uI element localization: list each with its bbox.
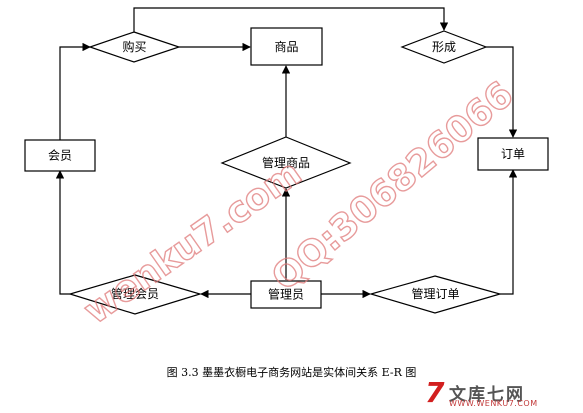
link-form-to-order	[486, 46, 518, 138]
entity-product-label: 商品	[274, 39, 298, 54]
link-manage-member-to-member	[55, 170, 70, 295]
relationship-manage-order-label: 管理订单	[411, 286, 459, 301]
relationship-manage-member: 管理会员	[67, 274, 203, 315]
connectors	[55, 7, 518, 299]
relationship-form: 形成	[400, 30, 488, 64]
relationship-manage-member-label: 管理会员	[111, 286, 159, 301]
link-manage-order-to-order	[500, 169, 518, 295]
entity-admin-label: 管理员	[268, 287, 304, 302]
figure-caption: 图 3.3 墨墨衣橱电子商务网站是实体间关系 E-R 图	[166, 366, 417, 379]
entity-order: 订单	[477, 137, 549, 171]
relationship-form-label: 形成	[432, 40, 456, 54]
logo-mark: 7	[425, 376, 445, 409]
entity-member: 会员	[24, 139, 96, 172]
link-member-to-buy	[59, 42, 91, 140]
relationship-buy: 购买	[88, 31, 181, 63]
relationship-manage-product: 管理商品	[220, 136, 352, 189]
relationship-manage-product-label: 管理商品	[262, 155, 310, 170]
entity-member-label: 会员	[48, 149, 72, 163]
logo-name: 文库七网	[449, 385, 525, 405]
logo-site: WWW.WENKU7.COM	[449, 399, 538, 408]
entity-admin: 管理员	[250, 280, 322, 309]
relationship-buy-label: 购买	[122, 39, 146, 54]
entity-order-label: 订单	[501, 147, 525, 161]
entity-product: 商品	[250, 27, 323, 66]
site-logo: 7 文库七网 WWW.WENKU7.COM	[425, 379, 575, 409]
relationship-manage-order: 管理订单	[368, 275, 503, 314]
link-buy-to-form	[133, 7, 449, 32]
